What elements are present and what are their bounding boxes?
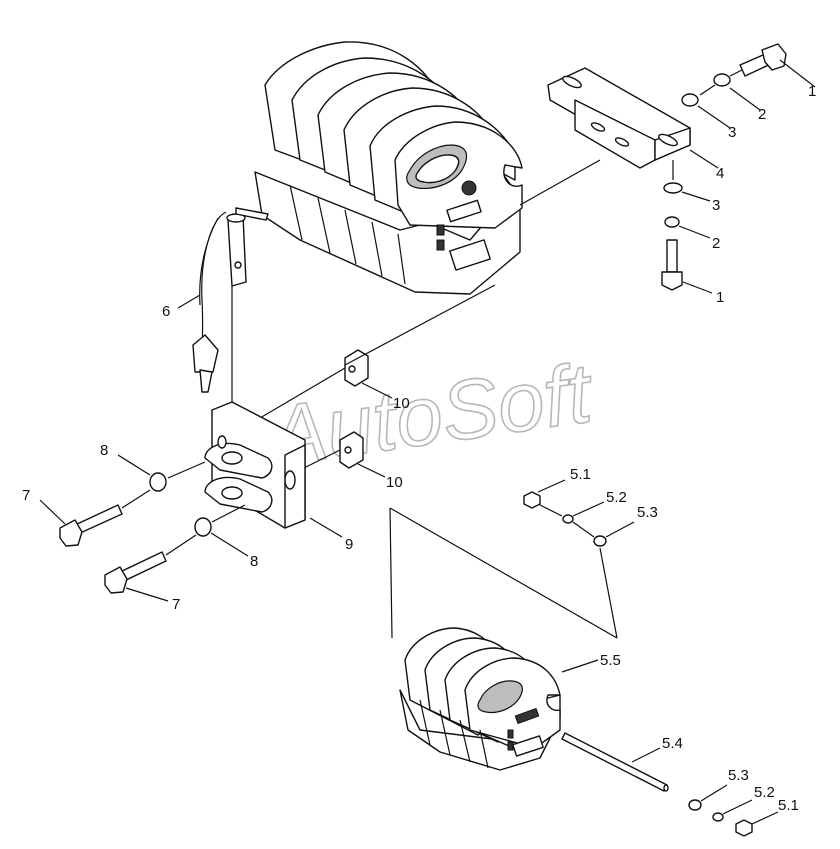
label-bolt-top: 1 [808, 83, 816, 100]
label-hitch-plate: 9 [345, 536, 353, 553]
label-washer-top: 3 [728, 124, 736, 141]
washer-set-top [593, 535, 607, 547]
lockwasher-top [713, 73, 731, 87]
bolt-top [739, 43, 787, 77]
label-washer-left: 8 [100, 442, 108, 459]
label-nut-lower: 10 [386, 474, 403, 491]
square-nut-upper [344, 349, 369, 387]
mounting-bracket [547, 67, 691, 169]
small-weight-pack [399, 627, 561, 771]
label-nut-upper: 10 [393, 395, 410, 412]
label-pin-chain: 6 [162, 303, 170, 320]
lockwasher-set-top [562, 514, 574, 524]
washer-set-bottom [688, 799, 702, 811]
label-bolt-left: 7 [22, 487, 30, 504]
washer-top [681, 93, 699, 107]
label-lockwasher-set-bottom: 5.2 [754, 784, 775, 801]
label-nut-set-bottom: 5.1 [778, 797, 799, 814]
label-bolt-lower: 7 [172, 596, 180, 613]
washer-mid [663, 182, 683, 194]
label-lockwasher-mid: 2 [712, 235, 720, 252]
label-washer-lower: 8 [250, 553, 258, 570]
label-washer-set-bottom: 5.3 [728, 767, 749, 784]
pin-with-chain [192, 207, 269, 393]
label-tie-rod: 5.4 [662, 735, 683, 752]
nut-set-top [523, 491, 541, 509]
square-nut-lower [339, 431, 364, 469]
lockwasher-set-bottom [712, 812, 724, 822]
label-lockwasher-set-top: 5.2 [606, 489, 627, 506]
watermark: AutoSoft [259, 345, 600, 484]
label-washer-mid: 3 [712, 197, 720, 214]
large-weight-pack [254, 41, 523, 295]
label-bolt-mid: 1 [716, 289, 724, 306]
label-weight-pack: 5.5 [600, 652, 621, 669]
label-nut-set-top: 5.1 [570, 466, 591, 483]
bolt-lower [104, 551, 167, 594]
tie-rod [561, 732, 668, 792]
bolt-mid [661, 239, 683, 291]
hitch-plate [204, 401, 306, 529]
label-bracket: 4 [716, 165, 724, 182]
label-lockwasher-top: 2 [758, 106, 766, 123]
label-washer-set-top: 5.3 [637, 504, 658, 521]
nut-set-bottom [735, 819, 753, 837]
lockwasher-mid [664, 216, 680, 228]
washer-lower [194, 517, 212, 537]
bolt-left [59, 504, 123, 547]
washer-left [149, 472, 167, 492]
